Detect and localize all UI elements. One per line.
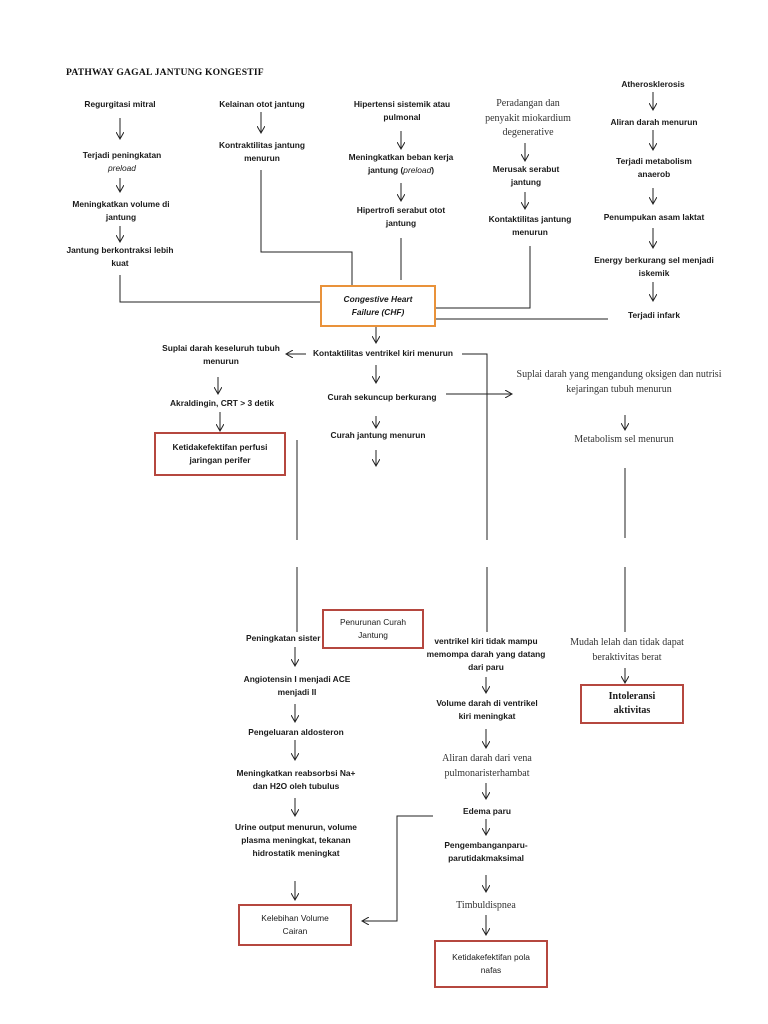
node-pengembangan-paru: Pengembanganparu-parutidakmaksimal — [444, 840, 528, 864]
node-peradangan: Peradangan dan penyakit miokardium degen… — [485, 98, 571, 138]
diagnosis-box-penurunan-curah: Penurunan Curah Jantung — [322, 609, 424, 649]
node-energy-berkurang: Energy berkurang sel menjadi iskemik — [594, 255, 714, 279]
node-curah-jantung: Curah jantung menurun — [330, 430, 426, 440]
node-peningkatan-sister: Peningkatan sister — [246, 633, 321, 643]
node-kontaktilitas-ventrikel: Kontaktilitas ventrikel kiri menurun — [312, 348, 454, 358]
node-suplai-oksigen: Suplai darah yang mengandung oksigen dan… — [516, 369, 722, 395]
node-aliran-darah: Aliran darah menurun — [610, 117, 698, 127]
node-angiotensin: Angiotensin I menjadi ACE menjadi II — [243, 674, 351, 698]
node-metabolism-anaerob: Terjadi metabolism anaerob — [616, 156, 692, 180]
node-ventrikel-tidak-mampu: ventrikel kiri tidak mampu memompa darah… — [426, 636, 546, 673]
node-infark: Terjadi infark — [628, 310, 680, 320]
node-metabolism-sel: Metabolism sel menurun — [574, 434, 674, 445]
node-curah-sekuncup: Curah sekuncup berkurang — [327, 392, 437, 402]
diagnosis-label: Ketidakefektifan pola nafas — [452, 951, 530, 975]
diagnosis-label: Kelebihan Volume Cairan — [261, 912, 329, 936]
node-reabsorbsi: Meningkatkan reabsorbsi Na+ dan H2O oleh… — [236, 768, 356, 792]
chf-label: Congestive Heart Failure (CHF) — [343, 293, 413, 317]
node-merusak-serabut: Merusak serabut jantung — [492, 164, 560, 188]
node-volume-darah: Volume darah di ventrikel kiri meningkat — [436, 698, 538, 722]
node-asam-laktat: Penumpukan asam laktat — [603, 212, 705, 222]
diagnosis-box-intoleransi: Intoleransi aktivitas — [580, 684, 684, 724]
node-aliran-vena: Aliran darah dari vena pulmonaristerhamb… — [442, 753, 532, 779]
node-text: ) — [431, 165, 435, 176]
chf-box: Congestive Heart Failure (CHF) — [320, 285, 436, 327]
node-kontraktilitas-menurun: Kontraktilitas jantung menurun — [218, 140, 306, 164]
node-atherosklerosis: Atherosklerosis — [621, 79, 685, 89]
node-urine-output: Urine output menurun, volume plasma meni… — [235, 822, 357, 859]
diagnosis-box-kelebihan-volume: Kelebihan Volume Cairan — [238, 904, 352, 946]
node-akral-dingin: Akraldingin, CRT > 3 detik — [169, 398, 274, 408]
node-meningkatkan-volume: Meningkatkan volume di jantung — [72, 199, 170, 223]
diagnosis-box-perfusi: Ketidakefektifan perfusi jaringan perife… — [154, 432, 286, 476]
node-text-italic: preload — [403, 165, 432, 176]
node-regurgitasi-mitral: Regurgitasi mitral — [84, 99, 156, 109]
node-kelainan-otot: Kelainan otot jantung — [219, 99, 305, 109]
diagnosis-box-pola-nafas: Ketidakefektifan pola nafas — [434, 940, 548, 988]
node-hipertrofi: Hipertrofi serabut otot jantung — [356, 205, 446, 229]
node-aldosteron: Pengeluaran aldosteron — [248, 727, 344, 737]
page-title: PATHWAY GAGAL JANTUNG KONGESTIF — [66, 67, 264, 78]
diagnosis-label: Ketidakefektifan perfusi jaringan perife… — [172, 441, 268, 465]
node-kontaktilitas-jantung: Kontaktilitas jantung menurun — [488, 214, 572, 238]
node-peningkatan-preload: Terjadi peningkatan preload — [60, 149, 184, 175]
diagnosis-label: Penurunan Curah Jantung — [339, 616, 407, 640]
node-suplai-darah: Suplai darah keseluruh tubuh menurun — [162, 343, 280, 367]
node-text-italic: preload — [108, 163, 136, 174]
node-text: Meningkatkan beban kerja jantung ( — [348, 152, 454, 176]
node-mudah-lelah: Mudah lelah dan tidak dapat beraktivitas… — [570, 637, 684, 663]
node-jantung-berkontraksi: Jantung berkontraksi lebih kuat — [66, 245, 174, 269]
node-hipertensi: Hipertensi sistemik atau pulmonal — [353, 99, 451, 123]
node-edema-paru: Edema paru — [463, 806, 511, 816]
node-text: Terjadi peningkatan — [82, 150, 162, 160]
node-beban-kerja: Meningkatkan beban kerja jantung (preloa… — [338, 151, 464, 177]
node-timbul-dispnea: Timbuldispnea — [456, 900, 516, 911]
diagnosis-label: Intoleransi aktivitas — [608, 690, 656, 717]
